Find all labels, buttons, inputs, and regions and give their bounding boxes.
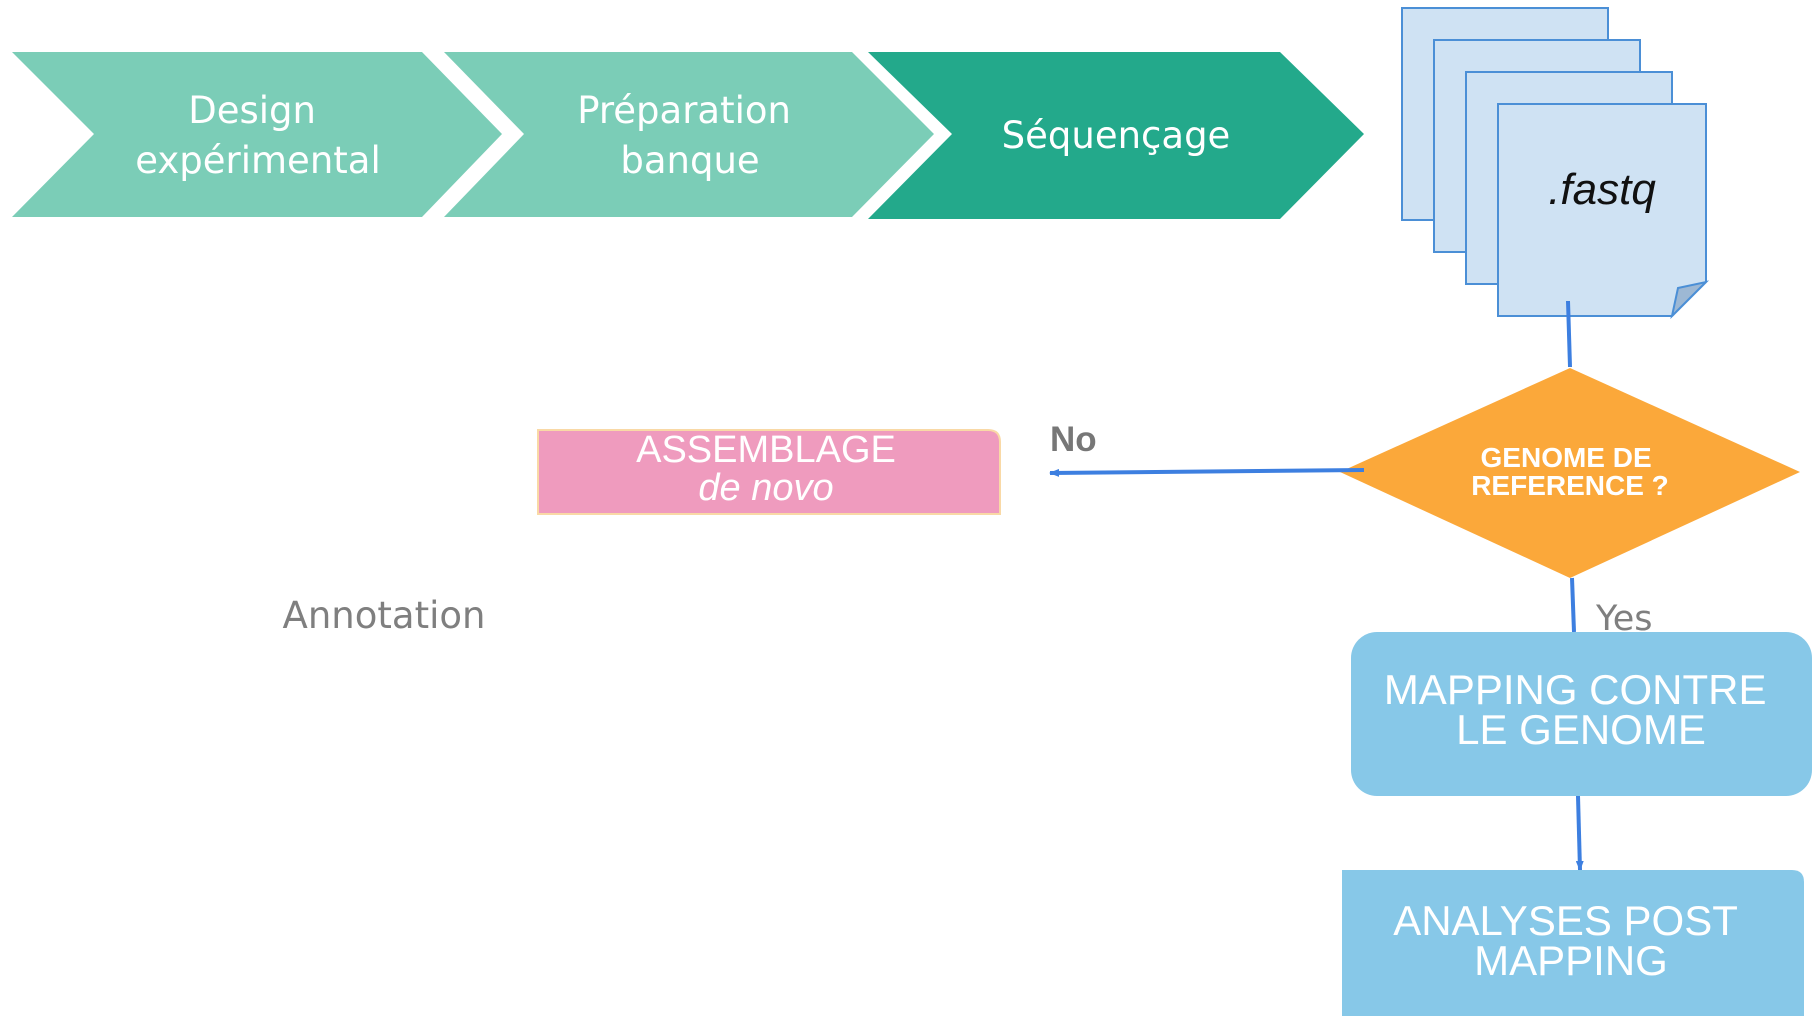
step-preparation-shape (444, 52, 934, 217)
post-mapping-box-shape (1342, 870, 1804, 1016)
assembly-box-shape (537, 429, 1001, 515)
svg-text:ANALYSES POST MAPPING: ANALYSES POST MAPPING (1393, 897, 1749, 984)
decision-label-1: GENOME DE (1481, 442, 1652, 473)
fastq-label: .fastq (1548, 165, 1656, 214)
decision-diamond (1340, 368, 1800, 578)
step-design-label-2: expérimental (135, 139, 380, 182)
step-design: Design expérimental (12, 52, 502, 217)
svg-text:MAPPING CONTRE LE GENOME: MAPPING CONTRE LE GENOME (1384, 666, 1778, 753)
svg-text:Design expérimental: Design expérimental (135, 89, 380, 182)
post-mapping-label-2: MAPPING (1474, 937, 1668, 984)
step-preparation-label-2: banque (620, 139, 759, 182)
step-preparation-label-1: Préparation (577, 89, 791, 132)
svg-text:GENOME DE REFERENCE ?: GENOME DE REFERENCE ? (1471, 442, 1669, 501)
post-mapping-box: ANALYSES POST MAPPING (1342, 870, 1804, 1016)
decision-label-2: REFERENCE ? (1471, 470, 1669, 501)
file-corner-fold (1670, 280, 1710, 320)
annotation-label: Annotation (283, 594, 486, 637)
step-sequencage: Séquençage (868, 52, 1364, 219)
step-sequencage-shape (868, 52, 1364, 219)
connector-file-to-decision (1566, 300, 1572, 368)
step-design-label-1: Design (188, 89, 316, 132)
post-mapping-label-1: ANALYSES POST (1393, 897, 1737, 944)
fastq-file-stack: .fastq (1401, 7, 1710, 320)
branch-no-label: No (1050, 420, 1097, 459)
mapping-box: MAPPING CONTRE LE GENOME (1351, 632, 1812, 796)
step-design-shape (12, 52, 502, 217)
step-sequencage-label: Séquençage (1002, 114, 1231, 157)
svg-text:Préparation banque: Préparation banque (577, 89, 803, 182)
arrow-mapping-to-post (1575, 795, 1584, 871)
step-preparation: Préparation banque (444, 52, 934, 217)
mapping-box-shape (1351, 632, 1812, 796)
arrow-no-branch (1049, 468, 1365, 477)
assembly-label-main: ASSEMBLAGE (636, 429, 896, 471)
connector-decision-to-mapping (1570, 577, 1576, 633)
mapping-label-1: MAPPING CONTRE (1384, 666, 1767, 713)
decision-genome-reference: GENOME DE REFERENCE ? (1340, 368, 1800, 578)
assembly-label-sub: de novo (698, 467, 833, 509)
assembly-de-novo-box: ASSEMBLAGE de novo (537, 429, 1001, 515)
mapping-label-2: LE GENOME (1456, 706, 1706, 753)
